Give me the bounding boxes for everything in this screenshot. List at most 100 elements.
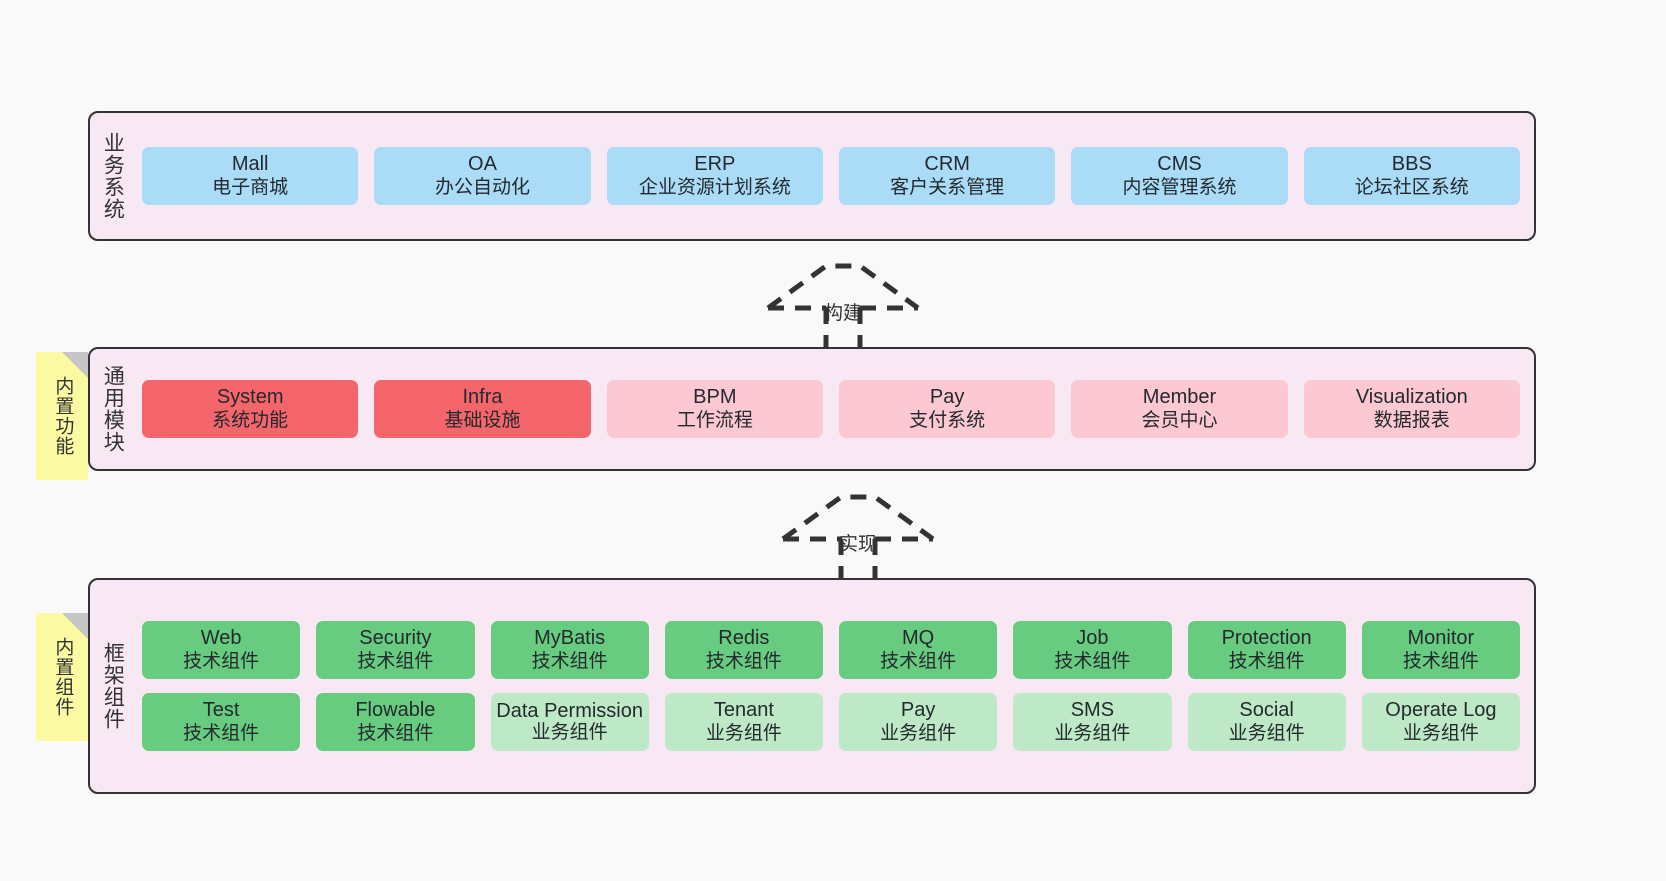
component-card-tenant[interactable]: Tenant 业务组件 <box>664 693 823 751</box>
module-subtitle: 工作流程 <box>676 409 753 431</box>
layer-body-framework-component: Web 技术组件 Security 技术组件 MyBatis 技术组件 Redi… <box>134 580 1534 792</box>
module-name: System <box>216 386 284 408</box>
connector-build: 构建 <box>753 256 933 356</box>
module-subtitle: 电子商城 <box>212 176 289 198</box>
component-subtitle: 技术组件 <box>531 650 608 672</box>
component-card-mq[interactable]: MQ 技术组件 <box>839 621 998 679</box>
module-row: Mall 电子商城 OA 办公自动化 ERP 企业资源计划系统 CRM 客户关系… <box>142 147 1520 205</box>
module-subtitle: 支付系统 <box>909 409 986 431</box>
module-name: BBS <box>1391 153 1432 175</box>
layer-body-common-module: System 系统功能 Infra 基础设施 BPM 工作流程 Pay 支付系统… <box>134 349 1534 469</box>
connector-implement: 实现 <box>768 487 948 587</box>
sticky-note-builtin-component: 内置组件 <box>36 613 88 741</box>
module-row: System 系统功能 Infra 基础设施 BPM 工作流程 Pay 支付系统… <box>142 380 1520 438</box>
module-card-bbs[interactable]: BBS 论坛社区系统 <box>1303 147 1520 205</box>
component-card-social[interactable]: Social 业务组件 <box>1187 693 1346 751</box>
component-name: MyBatis <box>534 627 606 649</box>
module-subtitle: 系统功能 <box>212 409 289 431</box>
module-name: Member <box>1142 386 1217 408</box>
module-card-visualization[interactable]: Visualization 数据报表 <box>1303 380 1520 438</box>
module-name: OA <box>468 153 497 175</box>
component-name: Pay <box>900 699 936 721</box>
component-card-security[interactable]: Security 技术组件 <box>316 621 475 679</box>
component-subtitle: 业务组件 <box>1402 722 1479 744</box>
component-card-job[interactable]: Job 技术组件 <box>1013 621 1172 679</box>
module-name: Pay <box>929 386 965 408</box>
component-card-pay[interactable]: Pay 业务组件 <box>839 693 998 751</box>
component-subtitle: 技术组件 <box>183 650 260 672</box>
module-subtitle: 企业资源计划系统 <box>638 176 791 198</box>
component-subtitle: 技术组件 <box>357 722 434 744</box>
module-card-crm[interactable]: CRM 客户关系管理 <box>838 147 1056 205</box>
component-card-flowable[interactable]: Flowable 技术组件 <box>316 693 475 751</box>
component-card-sms[interactable]: SMS 业务组件 <box>1013 693 1172 751</box>
module-name: CMS <box>1157 153 1202 175</box>
component-subtitle: 业务组件 <box>880 722 957 744</box>
component-subtitle: 技术组件 <box>357 650 434 672</box>
module-card-erp[interactable]: ERP 企业资源计划系统 <box>606 147 823 205</box>
component-card-monitor[interactable]: Monitor 技术组件 <box>1361 621 1520 679</box>
component-name: Job <box>1076 627 1109 649</box>
component-name: Flowable <box>355 699 436 721</box>
component-name: Security <box>359 627 432 649</box>
module-card-infra[interactable]: Infra 基础设施 <box>374 380 591 438</box>
layer-title-business-system: 业务系统 <box>101 132 125 220</box>
component-card-protection[interactable]: Protection 技术组件 <box>1187 621 1346 679</box>
module-card-cms[interactable]: CMS 内容管理系统 <box>1071 147 1288 205</box>
component-row-business: Test 技术组件 Flowable 技术组件 Data Permission … <box>142 693 1520 751</box>
component-subtitle: 技术组件 <box>1402 650 1479 672</box>
layer-title-framework-component: 框架组件 <box>101 642 125 730</box>
module-subtitle: 客户关系管理 <box>890 176 1005 198</box>
component-subtitle: 技术组件 <box>183 722 260 744</box>
layer-title-common-module: 通用模块 <box>101 365 125 453</box>
sticky-note-text: 内置组件 <box>52 637 74 717</box>
component-card-data-permission[interactable]: Data Permission 业务组件 <box>490 693 649 751</box>
connector-build-label: 构建 <box>823 303 862 324</box>
module-card-oa[interactable]: OA 办公自动化 <box>374 147 591 205</box>
component-subtitle: 业务组件 <box>705 722 782 744</box>
module-name: Visualization <box>1355 386 1468 408</box>
module-subtitle: 数据报表 <box>1373 409 1450 431</box>
component-name: Redis <box>718 627 770 649</box>
component-card-operate-log[interactable]: Operate Log 业务组件 <box>1361 693 1520 751</box>
layer-business-system: 业务系统 Mall 电子商城 OA 办公自动化 ERP 企业资源计划系统 CRM… <box>88 111 1536 241</box>
layer-common-module: 通用模块 System 系统功能 Infra 基础设施 BPM 工作流程 Pay… <box>88 347 1536 471</box>
module-card-mall[interactable]: Mall 电子商城 <box>142 147 359 205</box>
component-subtitle: 业务组件 <box>1054 722 1131 744</box>
component-card-redis[interactable]: Redis 技术组件 <box>664 621 823 679</box>
component-name: Monitor <box>1407 627 1475 649</box>
component-row-tech: Web 技术组件 Security 技术组件 MyBatis 技术组件 Redi… <box>142 621 1520 679</box>
component-name: SMS <box>1070 699 1115 721</box>
component-subtitle: 技术组件 <box>880 650 957 672</box>
module-subtitle: 办公自动化 <box>434 176 530 198</box>
sticky-note-text: 内置功能 <box>52 376 74 456</box>
module-card-bpm[interactable]: BPM 工作流程 <box>606 380 823 438</box>
page-fold-icon <box>62 352 88 378</box>
layer-body-business-system: Mall 电子商城 OA 办公自动化 ERP 企业资源计划系统 CRM 客户关系… <box>134 113 1534 239</box>
module-subtitle: 论坛社区系统 <box>1354 176 1469 198</box>
component-subtitle: 技术组件 <box>1228 650 1305 672</box>
module-card-member[interactable]: Member 会员中心 <box>1071 380 1288 438</box>
component-name: Data Permission <box>496 699 643 722</box>
page-fold-icon <box>62 613 88 639</box>
module-name: BPM <box>693 386 737 408</box>
component-name: Social <box>1239 699 1294 721</box>
component-name: Operate Log <box>1385 699 1497 721</box>
component-name: Tenant <box>713 699 774 721</box>
module-card-system[interactable]: System 系统功能 <box>142 380 359 438</box>
component-card-test[interactable]: Test 技术组件 <box>142 693 301 751</box>
component-name: MQ <box>902 627 935 649</box>
component-card-web[interactable]: Web 技术组件 <box>142 621 301 679</box>
component-subtitle: 技术组件 <box>705 650 782 672</box>
module-subtitle: 会员中心 <box>1141 409 1218 431</box>
layer-framework-component: 框架组件 Web 技术组件 Security 技术组件 MyBatis 技术组件… <box>88 578 1536 794</box>
component-subtitle: 技术组件 <box>1054 650 1131 672</box>
component-name: Protection <box>1221 627 1312 649</box>
component-subtitle: 业务组件 <box>531 721 608 743</box>
component-name: Web <box>200 627 242 649</box>
module-card-pay[interactable]: Pay 支付系统 <box>838 380 1056 438</box>
module-subtitle: 基础设施 <box>444 409 521 431</box>
connector-implement-label: 实现 <box>838 534 877 555</box>
component-card-mybatis[interactable]: MyBatis 技术组件 <box>490 621 649 679</box>
